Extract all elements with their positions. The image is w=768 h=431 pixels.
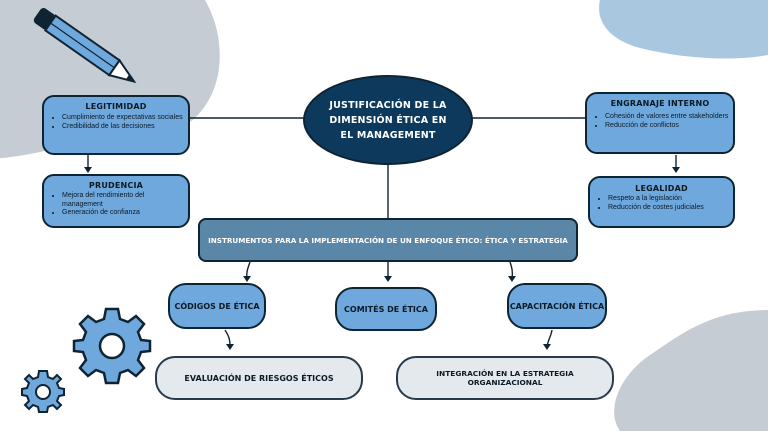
- list-item: Reducción de costes judiciales: [608, 204, 729, 213]
- central-title: JUSTIFICACIÓN DE LA DIMENSIÓN ÉTICA EN E…: [329, 99, 447, 141]
- box-legalidad: LEGALIDAD Respeto a la legislación Reduc…: [588, 176, 735, 228]
- pill-integracion-label: INTEGRACIÓN EN LA ESTRATEGIA ORGANIZACIO…: [436, 369, 574, 387]
- list-item: Reducción de conflictos: [605, 122, 729, 131]
- pill-evaluacion-label: EVALUACIÓN DE RIESGOS ÉTICOS: [184, 373, 334, 383]
- pencil-icon: [33, 8, 137, 84]
- box-legalidad-list: Respeto a la legislación Reducción de co…: [594, 195, 729, 212]
- box-engranaje-title: ENGRANAJE INTERNO: [610, 99, 710, 108]
- central-node: JUSTIFICACIÓN DE LA DIMENSIÓN ÉTICA EN E…: [303, 75, 473, 165]
- background-blob-bottom-right: [614, 310, 768, 431]
- list-item: Generación de confianza: [62, 209, 184, 218]
- list-item: Cohesión de valores entre stakeholders: [605, 113, 729, 122]
- box-legitimidad-list: Cumplimiento de expectativas sociales Cr…: [48, 114, 184, 131]
- pill-comites-label: COMITÉS DE ÉTICA: [344, 304, 428, 314]
- pill-evaluacion-riesgos: EVALUACIÓN DE RIESGOS ÉTICOS: [155, 356, 363, 400]
- instruments-banner-title: INSTRUMENTOS PARA LA IMPLEMENTACIÓN DE U…: [208, 235, 568, 245]
- box-engranaje-interno: ENGRANAJE INTERNO Cohesión de valores en…: [585, 92, 735, 154]
- gear-icon-small: [21, 370, 65, 413]
- box-legitimidad-title: LEGITIMIDAD: [85, 102, 147, 111]
- pill-comites-de-etica: COMITÉS DE ÉTICA: [335, 287, 437, 331]
- pill-integracion-estrategia: INTEGRACIÓN EN LA ESTRATEGIA ORGANIZACIO…: [396, 356, 614, 400]
- instruments-banner: INSTRUMENTOS PARA LA IMPLEMENTACIÓN DE U…: [198, 218, 578, 262]
- pill-codigos-label: CÓDIGOS DE ÉTICA: [174, 301, 260, 311]
- box-prudencia-list: Mejora del rendimiento del management Ge…: [48, 192, 184, 218]
- pill-capacitacion-etica: CAPACITACIÓN ÉTICA: [507, 283, 607, 329]
- box-prudencia: PRUDENCIA Mejora del rendimiento del man…: [42, 174, 190, 228]
- pill-codigos-de-etica: CÓDIGOS DE ÉTICA: [168, 283, 266, 329]
- box-engranaje-list: Cohesión de valores entre stakeholders R…: [591, 113, 729, 130]
- gear-icon-large: [72, 307, 152, 385]
- pill-capacitacion-label: CAPACITACIÓN ÉTICA: [509, 301, 605, 311]
- box-prudencia-title: PRUDENCIA: [88, 181, 144, 190]
- box-legalidad-title: LEGALIDAD: [635, 184, 688, 193]
- list-item: Credibilidad de las decisiones: [62, 123, 184, 132]
- list-item: Mejora del rendimiento del management: [62, 192, 184, 209]
- box-legitimidad: LEGITIMIDAD Cumplimiento de expectativas…: [42, 95, 190, 155]
- list-item: Respeto a la legislación: [608, 195, 729, 204]
- background-blob-top-right: [599, 0, 768, 59]
- list-item: Cumplimiento de expectativas sociales: [62, 114, 184, 123]
